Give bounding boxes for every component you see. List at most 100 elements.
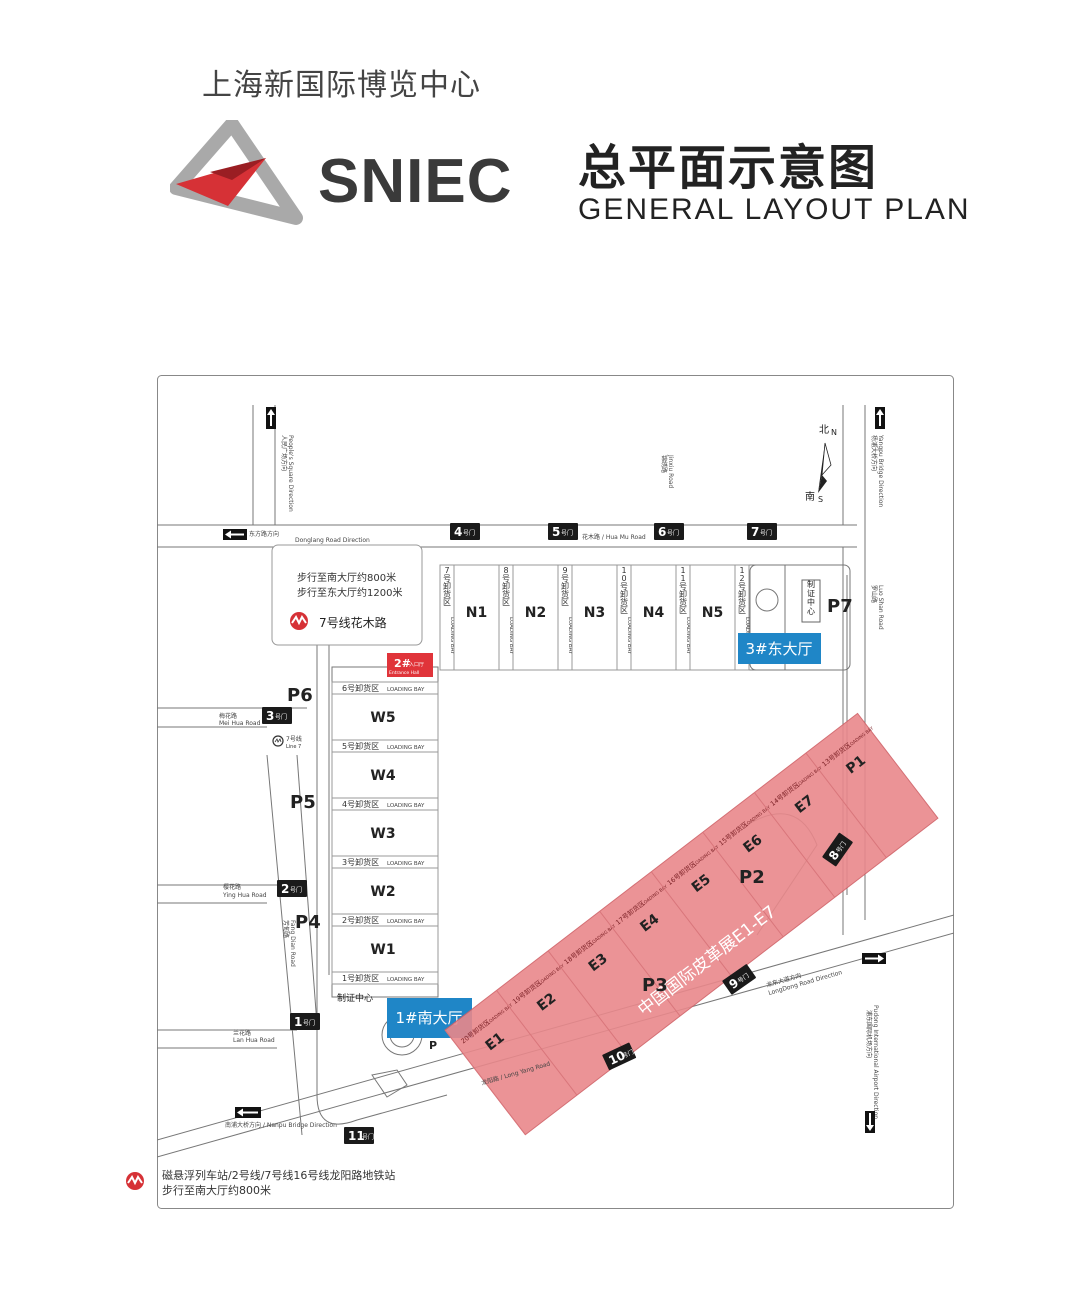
sniec-logo-icon: [170, 120, 303, 225]
compass-north-en: N: [831, 428, 837, 437]
gate-number: 4: [454, 525, 462, 539]
svg-text:制证中心: 制证中心: [807, 579, 815, 616]
gate-number: 7: [751, 525, 759, 539]
road-fangdian: Fang Dian Road: [289, 920, 296, 967]
west-hall-label: W5: [370, 710, 395, 726]
compass-south-cn: 南: [805, 490, 815, 503]
west-bay-label: 6号卸货区: [342, 683, 379, 693]
north-hall[interactable]: [689, 564, 736, 671]
road-donglang-cn: 东方路方向: [249, 530, 279, 538]
parking-small: P: [429, 1039, 437, 1052]
west-loading-bay: [331, 971, 439, 985]
east-cert-1: 制: [807, 579, 815, 589]
entrance-hall-2[interactable]: [387, 653, 433, 677]
parking-p5: P5: [290, 792, 316, 813]
west-hall-label: W4: [370, 768, 395, 784]
west-bay-label: 2号卸货区: [342, 915, 379, 925]
east-entrance-hall[interactable]: [738, 633, 821, 664]
west-bay-en: LOADING BAY: [387, 977, 425, 983]
road-lanhua-cn: 兰花路: [233, 1029, 251, 1037]
west-bay-label: 4号卸货区: [342, 799, 379, 809]
metro-icon: [290, 612, 308, 630]
north-bay-en: LOADING BAY: [567, 617, 573, 655]
west-bay-label: 3号卸货区: [342, 857, 379, 867]
metro-walk-east: 步行至东大厅约1200米: [297, 586, 402, 599]
arrow-right-icon: [862, 953, 886, 964]
compass-south-en: S: [818, 495, 823, 504]
small-building: [371, 1069, 408, 1098]
west-hall[interactable]: [331, 925, 439, 973]
arrow-left-icon: [235, 1107, 261, 1118]
plan-title-cn: 总平面示意图: [578, 140, 879, 196]
west-hall[interactable]: [331, 867, 439, 915]
arrow-up-icon: [266, 407, 276, 429]
arrow-down-icon: [865, 1111, 875, 1133]
road-lianxi: Jinxiu Road: [667, 454, 674, 488]
gate-number: 2: [281, 882, 289, 896]
west-bay-en: LOADING BAY: [387, 919, 425, 925]
west-bay-label: 5号卸货区: [342, 741, 379, 751]
road-yangpu: Yangpu Bridge Direction: [877, 434, 884, 507]
road-luoshan: Luo Shan Road: [877, 585, 884, 630]
west-bay-en: LOADING BAY: [387, 745, 425, 751]
road-people: People's Square Direction: [287, 435, 294, 512]
road-lianxi-cn: 锦绣路: [660, 455, 668, 473]
road-lanhua: Lan Hua Road: [233, 1037, 275, 1044]
gate-8[interactable]: 8号门: [822, 832, 853, 867]
gate-number: 5: [552, 525, 560, 539]
north-hall[interactable]: [571, 564, 618, 671]
parking-p2: P2: [739, 867, 765, 888]
north-hall[interactable]: [512, 564, 559, 671]
road-huamu: 花木路 / Hua Mu Road: [582, 533, 646, 541]
line7-small-en: Line 7: [286, 744, 301, 750]
west-hall-label: W3: [370, 826, 395, 842]
east-entrance-label: 3#东大厅: [745, 640, 812, 658]
road-donglang: Donglang Road Direction: [295, 537, 370, 544]
north-hall[interactable]: [630, 564, 677, 671]
gate-number: 3: [266, 709, 274, 723]
road-people-cn: 人民广场方向: [280, 435, 288, 471]
west-cert-center: 制证中心: [337, 992, 373, 1004]
gate-number: 1: [294, 1015, 302, 1029]
north-hall[interactable]: [453, 564, 500, 671]
hall2-cn: 入口厅: [409, 662, 424, 668]
road-yinghua-cn: 樱花路: [223, 883, 241, 891]
gate-9[interactable]: 9号门: [722, 964, 756, 995]
north-hall-label: N3: [584, 605, 605, 621]
west-hall[interactable]: [331, 693, 439, 741]
road-yangpu-cn: 杨浦大桥方向: [870, 435, 878, 471]
compass-icon: [818, 442, 832, 493]
gate-number: 6: [658, 525, 666, 539]
north-hall-label: N4: [643, 605, 665, 621]
west-bay-en: LOADING BAY: [387, 861, 425, 867]
road-meihua-cn: 梅花路: [219, 712, 237, 720]
gate-suffix: 号门: [303, 1019, 315, 1027]
gate-suffix: 号门: [463, 529, 475, 537]
north-bay-en: LOADING BAY: [508, 617, 514, 655]
south-entrance-label: 1#南大厅: [395, 1009, 462, 1027]
gate-suffix: 号门: [667, 529, 679, 537]
plan-title-en: GENERAL LAYOUT PLAN: [578, 193, 971, 226]
line7-small-cn: 7号线: [286, 735, 302, 743]
parking-p7: P7: [827, 596, 853, 617]
parking-p3: P3: [642, 975, 668, 996]
west-bay-en: LOADING BAY: [387, 803, 425, 809]
longyang-metro-icon: [126, 1172, 144, 1190]
road-pudong: Pudong International Airport Direction: [872, 1005, 879, 1119]
metro-walk-south: 步行至南大厅约800米: [297, 571, 396, 584]
